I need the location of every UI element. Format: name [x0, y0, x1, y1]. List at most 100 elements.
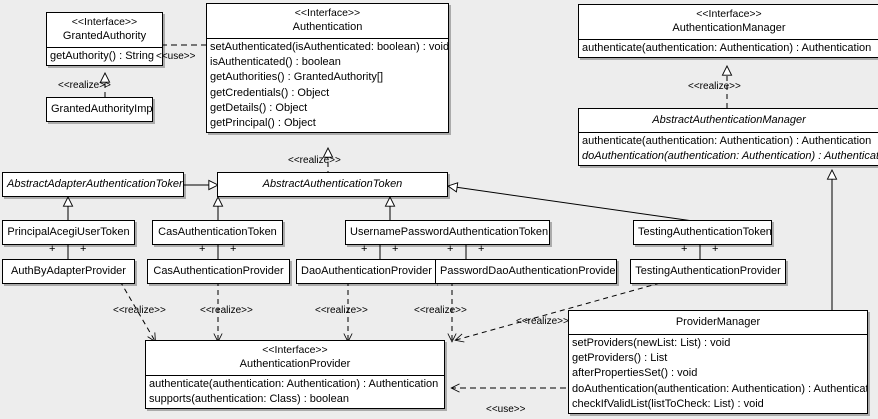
- class-header: ProviderManager: [569, 311, 867, 334]
- method-item: getProviders() : List: [572, 352, 668, 365]
- class-password-dao-authentication-provider[interactable]: PasswordDaoAuthenticationProvider: [435, 259, 617, 284]
- edge-label-realize-abstract-authentication-manager: <<realize>>: [688, 81, 741, 92]
- class-header: PasswordDaoAuthenticationProvider: [436, 260, 616, 283]
- method-item: doAuthentication(authentication: Authent…: [572, 382, 868, 395]
- class-header: TestingAuthenticationProvider: [631, 260, 785, 283]
- class-authentication[interactable]: <<Interface>> Authentication setAuthenti…: [206, 3, 449, 134]
- class-header: AuthByAdapterProvider: [3, 260, 134, 283]
- method-item: getAuthority() : String: [50, 50, 154, 62]
- method-item: checkIfValidList(listToCheck: List) : vo…: [572, 397, 764, 410]
- class-name: PasswordDaoAuthenticationProvider: [440, 265, 617, 277]
- class-name: GrantedAuthority: [62, 30, 147, 42]
- class-header: AbstractAdapterAuthenticationToken: [3, 173, 183, 196]
- class-name: AuthenticationProvider: [239, 358, 351, 370]
- multiplicity-marker: +: [230, 243, 237, 255]
- method-item: authenticate(authentication: Authenticat…: [149, 378, 439, 390]
- class-cas-authentication-token[interactable]: CasAuthenticationToken: [152, 220, 283, 245]
- class-testing-authentication-token[interactable]: TestingAuthenticationToken: [633, 220, 772, 245]
- method-item: supports(authentication: Class) : boolea…: [149, 393, 349, 406]
- method-item: setAuthenticated(isAuthenticated: boolea…: [210, 41, 449, 53]
- class-dao-authentication-provider[interactable]: DaoAuthenticationProvider: [296, 259, 436, 284]
- class-name: GrantedAuthorityImpl: [51, 103, 153, 115]
- edge-label-realize-auth-by-adapter: <<realize>>: [113, 305, 166, 316]
- multiplicity-marker: +: [478, 243, 485, 255]
- class-name: UsernamePasswordAuthenticationToken: [350, 226, 549, 238]
- class-abstract-authentication-token[interactable]: AbstractAuthenticationToken: [217, 172, 448, 197]
- class-header: <<Interface>> AuthenticationManager: [579, 5, 878, 39]
- method-item: doAuthentication(authentication: Authent…: [582, 150, 878, 163]
- class-name: PrincipalAcegiUserToken: [7, 226, 130, 238]
- class-granted-authority-impl[interactable]: GrantedAuthorityImpl: [46, 97, 153, 122]
- class-name: AuthByAdapterProvider: [11, 265, 126, 277]
- method-item: isAuthenticated() : boolean: [210, 56, 341, 69]
- class-header: CasAuthenticationProvider: [148, 260, 289, 283]
- class-username-password-authentication-token[interactable]: UsernamePasswordAuthenticationToken: [345, 220, 550, 245]
- method-item: authenticate(authentication: Authenticat…: [582, 135, 872, 147]
- class-name: AbstractAuthenticationManager: [652, 114, 806, 126]
- class-header: AbstractAuthenticationManager: [579, 109, 878, 132]
- class-authentication-provider[interactable]: <<Interface>> AuthenticationProvider aut…: [145, 340, 445, 410]
- class-name: AuthenticationManager: [672, 22, 786, 34]
- methods-compartment: setAuthenticated(isAuthenticated: boolea…: [207, 38, 448, 132]
- multiplicity-marker: +: [681, 243, 688, 255]
- methods-compartment: authenticate(authentication: Authenticat…: [146, 375, 444, 408]
- class-header: <<Interface>> Authentication: [207, 4, 448, 38]
- edge-label-realize-abstract-authentication-token: <<realize>>: [288, 155, 341, 166]
- edge-label-realize-granted-authority-impl: <<realize>>: [58, 80, 111, 91]
- class-header: DaoAuthenticationProvider: [297, 260, 435, 283]
- method-item: getDetails() : Object: [210, 101, 308, 114]
- class-header: GrantedAuthorityImpl: [47, 98, 152, 121]
- method-item: getPrincipal() : Object: [210, 117, 316, 130]
- class-header: PrincipalAcegiUserToken: [3, 221, 134, 244]
- class-abstract-adapter-authentication-token[interactable]: AbstractAdapterAuthenticationToken: [2, 172, 184, 197]
- method-item: getCredentials() : Object: [210, 86, 330, 99]
- methods-compartment: authenticate(authentication: Authenticat…: [579, 132, 878, 165]
- class-authentication-manager[interactable]: <<Interface>> AuthenticationManager auth…: [578, 4, 878, 59]
- multiplicity-marker: +: [199, 243, 206, 255]
- class-cas-authentication-provider[interactable]: CasAuthenticationProvider: [147, 259, 290, 284]
- class-auth-by-adapter-provider[interactable]: AuthByAdapterProvider: [2, 259, 135, 284]
- class-name: ProviderManager: [675, 316, 761, 328]
- edge-label-realize-provider-manager: <<realize>>: [516, 316, 569, 327]
- multiplicity-marker: +: [361, 243, 368, 255]
- multiplicity-marker: +: [712, 243, 719, 255]
- multiplicity-marker: +: [80, 243, 87, 255]
- methods-compartment: setProviders(newList: List) : void getPr…: [569, 334, 867, 413]
- class-abstract-authentication-manager[interactable]: AbstractAuthenticationManager authentica…: [578, 108, 878, 167]
- multiplicity-marker: +: [49, 243, 56, 255]
- class-name: Authentication: [292, 21, 363, 33]
- class-name: TestingAuthenticationProvider: [635, 265, 781, 277]
- stereotype-label: <<Interface>>: [696, 8, 762, 20]
- multiplicity-marker: +: [447, 243, 454, 255]
- class-name: DaoAuthenticationProvider: [301, 265, 432, 277]
- methods-compartment: getAuthority() : String: [47, 47, 162, 65]
- class-header: UsernamePasswordAuthenticationToken: [346, 221, 549, 244]
- class-header: CasAuthenticationToken: [153, 221, 282, 244]
- method-item: afterPropertiesSet() : void: [572, 367, 698, 380]
- class-principal-acegi-user-token[interactable]: PrincipalAcegiUserToken: [2, 220, 135, 245]
- class-provider-manager[interactable]: ProviderManager setProviders(newList: Li…: [568, 310, 868, 415]
- class-name: AbstractAuthenticationToken: [262, 178, 403, 190]
- stereotype-label: <<Interface>>: [294, 7, 361, 19]
- edge-label-use-granted-authority: <<use>>: [156, 51, 196, 62]
- class-name: TestingAuthenticationToken: [638, 226, 772, 238]
- edge-label-realize-password-dao-provider: <<realize>>: [414, 305, 467, 316]
- class-name: CasAuthenticationToken: [158, 226, 277, 238]
- class-header: <<Interface>> GrantedAuthority: [47, 13, 162, 47]
- method-item: authenticate(authentication: Authenticat…: [582, 42, 872, 54]
- method-item: getAuthorities() : GrantedAuthority[]: [210, 71, 384, 84]
- edge-label-use-provider-manager: <<use>>: [486, 404, 526, 415]
- stereotype-label: <<Interface>>: [71, 16, 138, 28]
- class-name: AbstractAdapterAuthenticationToken: [7, 178, 184, 190]
- edge-label-realize-cas-provider: <<realize>>: [200, 305, 253, 316]
- methods-compartment: authenticate(authentication: Authenticat…: [579, 39, 878, 57]
- class-name: CasAuthenticationProvider: [153, 265, 284, 277]
- multiplicity-marker: +: [392, 243, 399, 255]
- class-granted-authority[interactable]: <<Interface>> GrantedAuthority getAuthor…: [46, 12, 163, 67]
- edge-label-realize-dao-provider: <<realize>>: [315, 305, 368, 316]
- stereotype-label: <<Interface>>: [262, 344, 328, 356]
- class-header: AbstractAuthenticationToken: [218, 173, 447, 196]
- class-header: TestingAuthenticationToken: [634, 221, 771, 244]
- class-testing-authentication-provider[interactable]: TestingAuthenticationProvider: [630, 259, 786, 284]
